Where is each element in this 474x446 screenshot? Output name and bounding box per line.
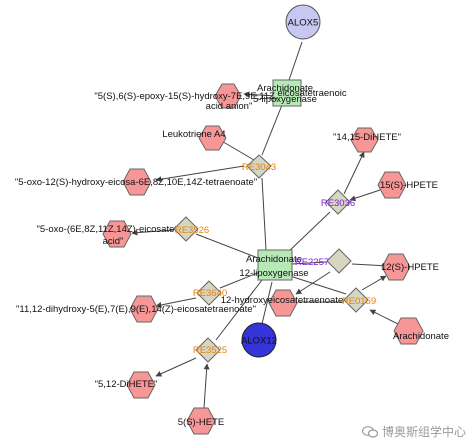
enzyme-arachidonate-12-lipoxygenase[interactable]: Arachidonate 12-lipoxygenase xyxy=(239,249,309,281)
oxo12-label: "5-oxo-12(S)-hydroxy-eicosa-6E,8Z,10E,14… xyxy=(15,177,257,188)
enzyme-arachidonate-5-lipoxygenase[interactable]: Arachidonate 5-lipoxygenase xyxy=(253,79,317,107)
reaction-re3036[interactable]: RE3036 xyxy=(321,189,355,215)
enzyme5-label-line1: Arachidonate xyxy=(257,83,313,94)
oxoeicosa-label-line1: "5-oxo-(6E,8Z,11Z,14Z)-eicosatetra xyxy=(37,224,187,235)
gene-alox12[interactable]: ALOX12 xyxy=(241,322,277,358)
oxoeicosa-label-line2: acid" xyxy=(103,236,124,247)
dihete1415-label: "14,15-DiHETE" xyxy=(333,132,401,143)
re3036-label: RE3036 xyxy=(321,198,355,209)
epoxy-label-line1: "5(S),6(S)-epoxy-15(S)-hydroxy-7E,9E,11Z… xyxy=(94,91,277,102)
reaction-re3525[interactable]: RE3525 xyxy=(193,337,227,363)
edge-alox5-enzyme5 xyxy=(288,41,303,81)
edge-re3525-dihete512 xyxy=(155,357,197,377)
hete5s-label: 5(S)-HETE xyxy=(178,417,224,428)
re0159-label: RE0159 xyxy=(342,296,376,307)
compound-15s-hpete[interactable]: 15(S)-HPETE xyxy=(377,171,438,199)
edge-re3526-enzyme12 xyxy=(195,233,259,259)
dihydroxy-label: "11,12-dihydroxy-5(E),7(E),9(E),14(Z)-ei… xyxy=(16,304,256,315)
hpete15-label: 15(S)-HPETE xyxy=(380,180,438,191)
edge-oxo12-re3043 xyxy=(155,165,245,183)
wechat-logo-icon xyxy=(361,425,378,438)
compound-5-oxo-12-hydroxy[interactable]: "5-oxo-12(S)-hydroxy-eicosa-6E,8Z,10E,14… xyxy=(15,168,257,196)
reaction-re2257[interactable]: RE2257 xyxy=(295,248,352,274)
edge-hpete15-re3036 xyxy=(349,189,381,202)
edge-oxoeicosa-re3526 xyxy=(131,229,175,236)
arachidonate-label: Arachidonate xyxy=(393,331,449,342)
edge-enzyme12-re0159 xyxy=(289,275,347,295)
edges xyxy=(131,41,403,409)
hydroxy12-label: 12-hydroxyeicosatetraenoate xyxy=(221,295,344,306)
compound-leukotriene-a4[interactable]: Leukotriene A4 xyxy=(162,125,227,151)
compound-epoxy-hydroxy[interactable]: "5(S),6(S)-epoxy-15(S)-hydroxy-7E,9E,11Z… xyxy=(94,83,278,112)
re3640-label: RE3640 xyxy=(193,288,227,299)
reaction-re3526[interactable]: RE3526 xyxy=(173,216,209,242)
re2257-label: RE2257 xyxy=(295,257,329,268)
watermark: 博奥斯组学中心 xyxy=(361,423,466,440)
edge-enzyme12-re3525 xyxy=(215,279,263,341)
compound-arachidonate[interactable]: Arachidonate xyxy=(393,317,449,345)
compound-5-oxo-eicosatetraenoic[interactable]: "5-oxo-(6E,8Z,11Z,14Z)-eicosatetra acid" xyxy=(37,220,187,248)
watermark-text: 博奥斯组学中心 xyxy=(381,425,466,439)
enzyme12-label-line2: 12-lipoxygenase xyxy=(239,268,308,279)
alox12-label: ALOX12 xyxy=(241,336,277,347)
reaction-re0159[interactable]: RE0159 xyxy=(342,287,376,313)
compound-12-hydroxyeicosatetraenoate[interactable]: 12-hydroxyeicosatetraenoate xyxy=(221,289,344,317)
edge-re0159-hpete12 xyxy=(361,275,387,291)
gene-alox5[interactable]: ALOX5 xyxy=(285,4,321,40)
edge-epoxy-enzyme5 xyxy=(243,91,277,98)
edge-re3640-enzyme12 xyxy=(219,271,261,289)
enzyme5-label-line2: 5-lipoxygenase xyxy=(253,94,317,105)
edge-re3036-dihete1415 xyxy=(343,151,365,195)
compound-14-15-dihete[interactable]: "14,15-DiHETE" xyxy=(333,127,401,153)
reaction-re3043[interactable]: RE3043 xyxy=(242,154,276,179)
re3525-label: RE3525 xyxy=(193,345,227,356)
compound-11-12-dihydroxy[interactable]: "11,12-dihydroxy-5(E),7(E),9(E),14(Z)-ei… xyxy=(16,295,256,323)
leukotriene-label: Leukotriene A4 xyxy=(162,129,225,140)
alox5-label: ALOX5 xyxy=(288,18,319,29)
reaction-re3640[interactable]: RE3640 xyxy=(193,280,227,306)
compound-5-12-dihete[interactable]: "5,12-DiHETE" xyxy=(95,371,158,399)
edge-enzyme12-re3036 xyxy=(285,211,331,255)
epoxy-label-line2: acid anion" xyxy=(206,101,253,112)
edge-alox12-enzyme12 xyxy=(261,281,273,325)
enzyme12-label-line1: Arachidonate xyxy=(246,254,302,265)
compound-5s-hete[interactable]: 5(S)-HETE xyxy=(178,407,224,435)
edge-re2257-hpete12 xyxy=(351,262,389,269)
edge-enzyme12-re2257 xyxy=(291,261,327,265)
re3043-label: RE3043 xyxy=(242,162,276,173)
edge-re3043-enzyme12 xyxy=(261,177,267,251)
edge-hete5s-re3525 xyxy=(203,363,210,409)
re3526-label: RE3526 xyxy=(175,225,209,236)
edge-enzyme5-re3043 xyxy=(261,104,283,156)
compound-12s-hpete[interactable]: 12(S)-HPETE xyxy=(381,253,439,281)
eicosatetraenoic-label: eicosatetraenoic xyxy=(277,88,346,99)
edge-dihydroxy-re3640 xyxy=(155,297,197,308)
dihete512-label: "5,12-DiHETE" xyxy=(95,379,158,390)
edge-arach-re0159 xyxy=(369,309,403,327)
hpete12-label: 12(S)-HPETE xyxy=(381,262,439,273)
